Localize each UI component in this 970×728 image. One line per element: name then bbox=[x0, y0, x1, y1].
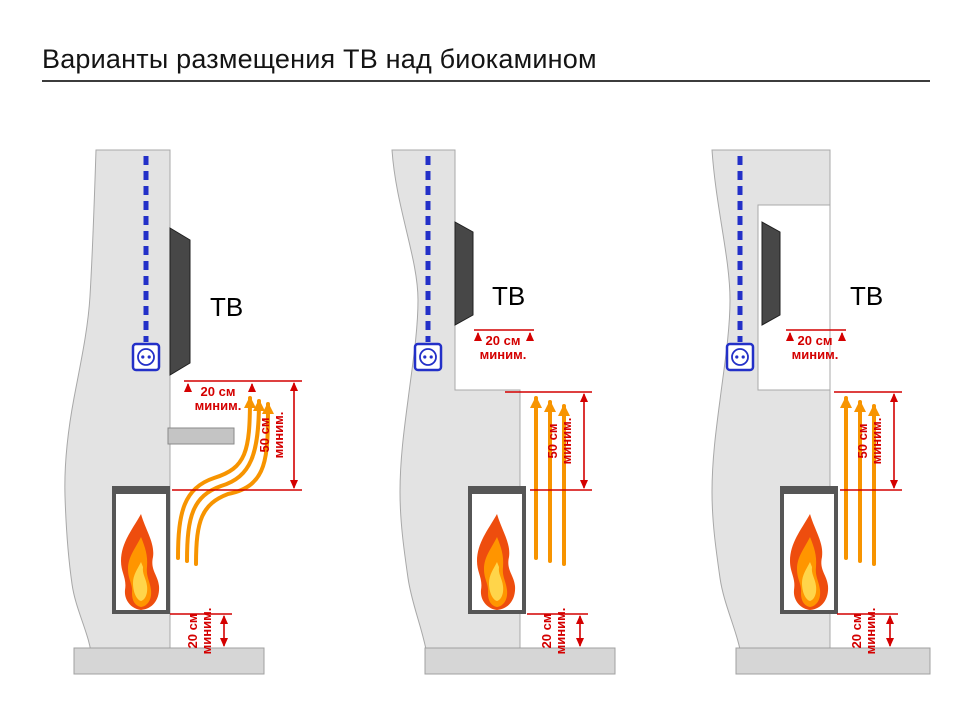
dimension-qualifier: миним. bbox=[559, 417, 574, 465]
heat-flow-arrows bbox=[840, 396, 880, 566]
dimension-fireplace-gap: 50 см миним. bbox=[545, 405, 574, 477]
dimension-qualifier: миним. bbox=[194, 398, 242, 413]
dimension-lines bbox=[786, 329, 902, 647]
heat-flow-arrows bbox=[176, 396, 274, 566]
dimension-tv-gap: 20 см миним. bbox=[182, 385, 254, 413]
dimension-qualifier: миним. bbox=[479, 347, 527, 362]
dimension-qualifier: миним. bbox=[791, 347, 839, 362]
power-outlet-icon bbox=[413, 342, 443, 372]
dimension-qualifier: миним. bbox=[199, 607, 214, 655]
dimension-value: 20 см bbox=[539, 613, 554, 649]
dimension-qualifier: миним. bbox=[271, 411, 286, 459]
dimension-fireplace-gap: 50 см миним. bbox=[257, 399, 286, 471]
dimension-value: 20 см bbox=[200, 384, 236, 399]
placement-variant-1 bbox=[64, 149, 302, 675]
dimension-lines bbox=[474, 329, 592, 647]
tv-side-view bbox=[169, 227, 191, 376]
dimension-value: 20 см bbox=[485, 333, 521, 348]
dimension-value: 20 см bbox=[797, 333, 833, 348]
dimension-floor-gap: 20 см миним. bbox=[185, 595, 214, 667]
tv-side-view bbox=[454, 221, 474, 326]
dimension-value: 20 см bbox=[185, 613, 200, 649]
dimension-value: 20 см bbox=[849, 613, 864, 649]
dimension-fireplace-gap: 50 см миним. bbox=[855, 405, 884, 477]
dimension-value: 50 см bbox=[545, 423, 560, 459]
tv-label: ТВ bbox=[492, 281, 526, 311]
protective-shelf bbox=[167, 427, 235, 445]
floor-slab bbox=[73, 647, 265, 675]
dimension-qualifier: миним. bbox=[863, 607, 878, 655]
tv-label: ТВ bbox=[850, 281, 884, 311]
placement-variant-3 bbox=[711, 149, 931, 675]
dimension-tv-gap: 20 см миним. bbox=[779, 334, 851, 362]
tv-label: ТВ bbox=[210, 292, 244, 322]
dimension-value: 50 см bbox=[257, 417, 272, 453]
dimension-qualifier: миним. bbox=[553, 607, 568, 655]
dimension-floor-gap: 20 см миним. bbox=[539, 595, 568, 667]
heat-flow-arrows bbox=[530, 396, 570, 566]
placement-variant-2 bbox=[391, 149, 616, 675]
power-outlet-icon bbox=[131, 342, 161, 372]
title-underline bbox=[42, 80, 930, 82]
power-outlet-icon bbox=[725, 342, 755, 372]
tv-side-view bbox=[761, 221, 781, 326]
dimension-tv-gap: 20 см миним. bbox=[467, 334, 539, 362]
dimension-value: 50 см bbox=[855, 423, 870, 459]
dimension-qualifier: миним. bbox=[869, 417, 884, 465]
floor-slab bbox=[735, 647, 931, 675]
page-title: Варианты размещения ТВ над биокамином bbox=[42, 44, 597, 74]
floor-slab bbox=[424, 647, 616, 675]
dimension-floor-gap: 20 см миним. bbox=[849, 595, 878, 667]
dimension-lines bbox=[170, 380, 302, 647]
